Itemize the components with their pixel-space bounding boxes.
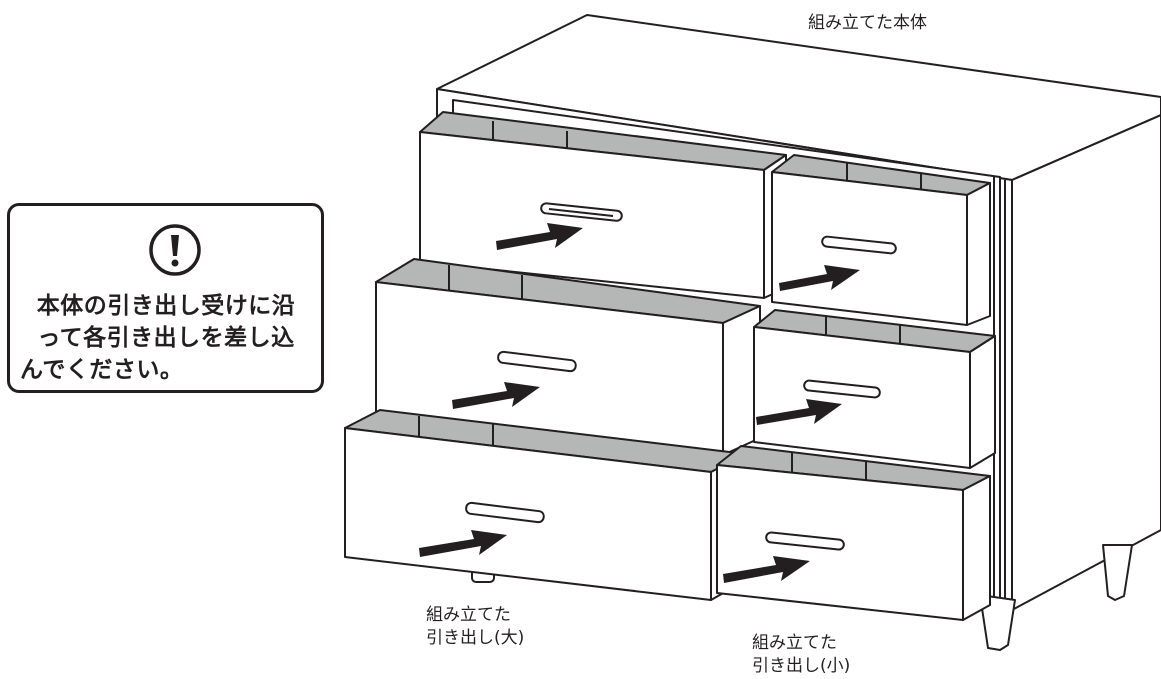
drawer-handle — [465, 501, 545, 524]
caution-line: 本体の引き出し受けに沿 — [36, 293, 296, 319]
body-label: 組み立てた本体 — [808, 13, 927, 33]
drawer-small-bottom — [716, 445, 991, 621]
cabinet-legs — [471, 544, 1133, 651]
caution-note: 本体の引き出し受けに沿 って各引き出しを差し込 んでください。 — [7, 203, 324, 393]
drawer-small-label-line1: 組み立てた — [752, 633, 837, 653]
drawer-small-top — [771, 154, 991, 326]
arrow-icon — [419, 530, 507, 557]
drawer-small-label-line2: 引き出し(小) — [752, 656, 851, 676]
drawer-handle — [540, 202, 623, 222]
drawer-large-label-line2: 引き出し(大) — [426, 628, 525, 648]
drawer-handle — [497, 350, 577, 373]
caution-line: って各引き出しを差し込 — [37, 325, 295, 351]
drawer-handle — [765, 531, 845, 551]
drawer-handle — [821, 235, 897, 255]
caution-line: んでください。 — [20, 357, 184, 383]
drawer-large-bottom — [344, 409, 747, 601]
caution-text: 本体の引き出し受けに沿 って各引き出しを差し込 んでください。 — [16, 290, 316, 386]
drawer-handle — [803, 379, 881, 399]
arrow-icon — [723, 556, 810, 583]
drawer-small-middle — [753, 309, 996, 469]
drawer-large-label-line1: 組み立てた — [426, 605, 511, 625]
arrow-icon — [452, 382, 540, 409]
exclamation-circle-icon — [149, 224, 201, 276]
arrow-icon — [496, 223, 583, 250]
drawer-large-middle — [375, 258, 761, 456]
arrow-icon — [756, 399, 842, 425]
arrow-icon — [779, 265, 860, 291]
